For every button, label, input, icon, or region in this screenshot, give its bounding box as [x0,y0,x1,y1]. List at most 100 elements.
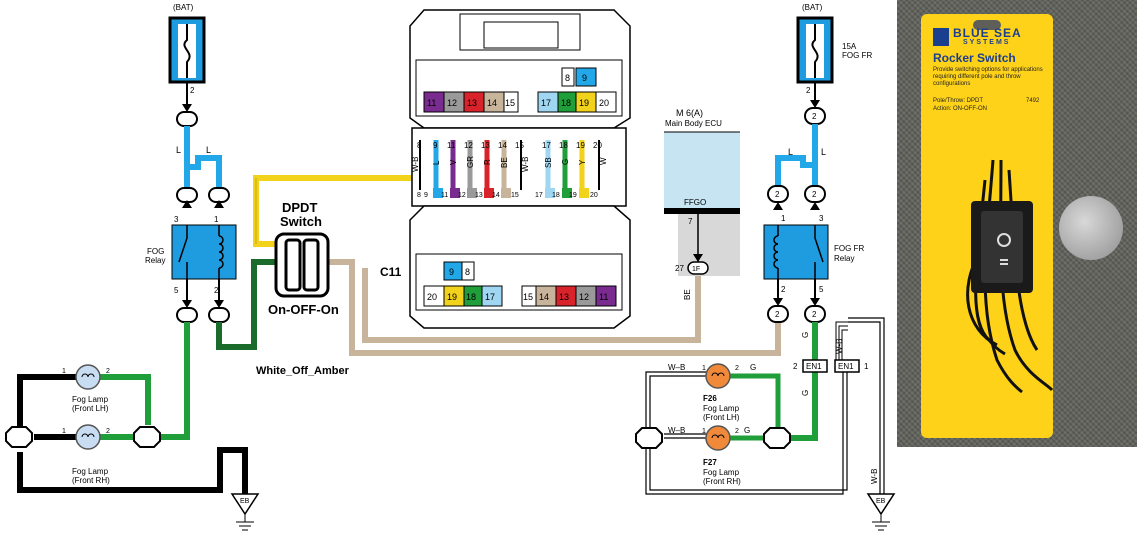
svg-text:Fog Lamp: Fog Lamp [72,395,109,404]
brand-name: BLUE SEA [953,26,1022,40]
svg-text:9: 9 [582,73,587,83]
svg-text:W: W [599,157,608,165]
svg-text:R: R [483,159,492,165]
svg-text:14: 14 [539,292,549,302]
right-circuit: (BAT) 15A FOG FR 2 2 L L 2 2 1 3 FOG FR … [635,3,896,531]
svg-text:2: 2 [781,285,786,294]
c11-wire-strip: 8 9 11 12 13 14 15 17 18 19 20 W-B L V G… [411,140,608,199]
svg-text:BE: BE [500,157,509,168]
svg-text:15: 15 [511,192,519,199]
svg-text:G: G [801,332,810,338]
connector-name: C11 [380,265,402,279]
svg-text:20: 20 [599,98,609,108]
svg-text:17: 17 [541,98,551,108]
svg-text:14: 14 [498,141,507,150]
product-description: Provide switching options for applicatio… [933,67,1043,87]
part-number: 7492 [1026,98,1040,104]
svg-text:G: G [561,159,570,165]
left-battery-label: (BAT) [173,3,194,12]
switch-mode: On-OFF-On [268,302,339,317]
svg-text:W-B: W-B [411,157,420,172]
svg-text:11: 11 [599,292,608,302]
svg-text:1: 1 [702,365,706,372]
svg-text:27: 27 [675,264,684,273]
svg-text:W–B: W–B [668,426,685,435]
svg-text:20: 20 [427,292,437,302]
svg-text:15A: 15A [842,42,857,51]
svg-text:(Front LH): (Front LH) [72,404,109,413]
connector-c11: 8 9 11 12 13 14 15 17 18 19 20 [380,9,631,329]
left-connector [176,111,198,127]
pole-throw: Pole/Throw: DPDT [933,98,984,104]
svg-text:(Front RH): (Front RH) [72,476,110,485]
svg-text:W-B: W-B [521,157,530,172]
switch-title-1: DPDT [282,200,317,215]
svg-text:2: 2 [775,310,780,319]
hang-hole [973,20,1001,30]
svg-text:13: 13 [559,292,569,302]
svg-text:12: 12 [458,192,466,199]
svg-text:12: 12 [447,98,457,108]
svg-text:FOG FR: FOG FR [834,244,864,253]
svg-text:L: L [821,147,826,157]
svg-text:L: L [206,145,211,155]
ecu-connector [687,261,709,275]
dpdt-switch: DPDT Switch On-OFF-On White_Off_Amber [253,140,781,377]
ground-eb-left [230,493,260,516]
svg-text:1: 1 [62,428,66,435]
svg-text:F26: F26 [703,394,717,403]
svg-text:1: 1 [62,368,66,375]
svg-text:13: 13 [467,98,477,108]
switch-body [274,232,330,298]
svg-text:F27: F27 [703,458,717,467]
svg-text:20: 20 [593,141,602,150]
svg-text:17: 17 [535,192,543,199]
svg-text:EB: EB [240,498,250,505]
svg-text:2: 2 [214,286,219,295]
svg-text:9: 9 [424,192,428,199]
svg-text:2: 2 [735,428,739,435]
svg-text:17: 17 [485,292,495,302]
svg-text:7: 7 [688,217,693,226]
svg-text:Fog Lamp: Fog Lamp [72,467,109,476]
svg-text:(Front LH): (Front LH) [703,413,740,422]
main-body-ecu: M 6(A) Main Body ECU FFGO 7 1F 27 BE [664,108,740,300]
switch-title-2: Switch [280,214,322,229]
wiring-note: White_Off_Amber [256,365,350,377]
ground-eb-right [866,493,896,516]
svg-text:2: 2 [735,365,739,372]
svg-text:15: 15 [523,292,533,302]
product-title: Rocker Switch [933,51,1016,65]
svg-text:1: 1 [864,362,869,371]
svg-text:EN1: EN1 [838,362,854,371]
svg-text:2: 2 [793,362,798,371]
svg-text:2: 2 [812,190,817,199]
svg-text:2: 2 [775,190,780,199]
svg-text:18: 18 [466,292,476,302]
svg-text:8: 8 [417,141,422,150]
svg-text:5: 5 [819,285,824,294]
c11-top-cells: 8 9 11 12 13 14 15 17 18 19 20 [423,67,617,113]
ecu-signal: FFGO [684,198,706,207]
svg-text:19: 19 [576,141,585,150]
svg-text:FOG FR: FOG FR [842,51,872,60]
svg-text:8: 8 [465,267,470,277]
svg-text:Fog Lamp: Fog Lamp [703,404,740,413]
action: Action: ON-OFF-ON [933,106,988,112]
splice-left [5,426,33,448]
svg-text:9: 9 [449,267,454,277]
svg-text:L: L [432,160,441,165]
svg-text:18: 18 [561,98,571,108]
svg-text:15: 15 [515,141,524,150]
svg-text:20: 20 [590,192,598,199]
svg-text:2: 2 [812,112,817,121]
svg-text:SB: SB [544,157,553,168]
brand-subname: SYSTEMS [963,39,1011,46]
svg-text:G: G [750,363,756,372]
svg-text:19: 19 [447,292,457,302]
svg-text:2: 2 [106,368,110,375]
svg-text:(BAT): (BAT) [802,3,823,12]
ecu-id: M 6(A) [676,108,703,118]
off-symbol-icon [1000,259,1008,261]
